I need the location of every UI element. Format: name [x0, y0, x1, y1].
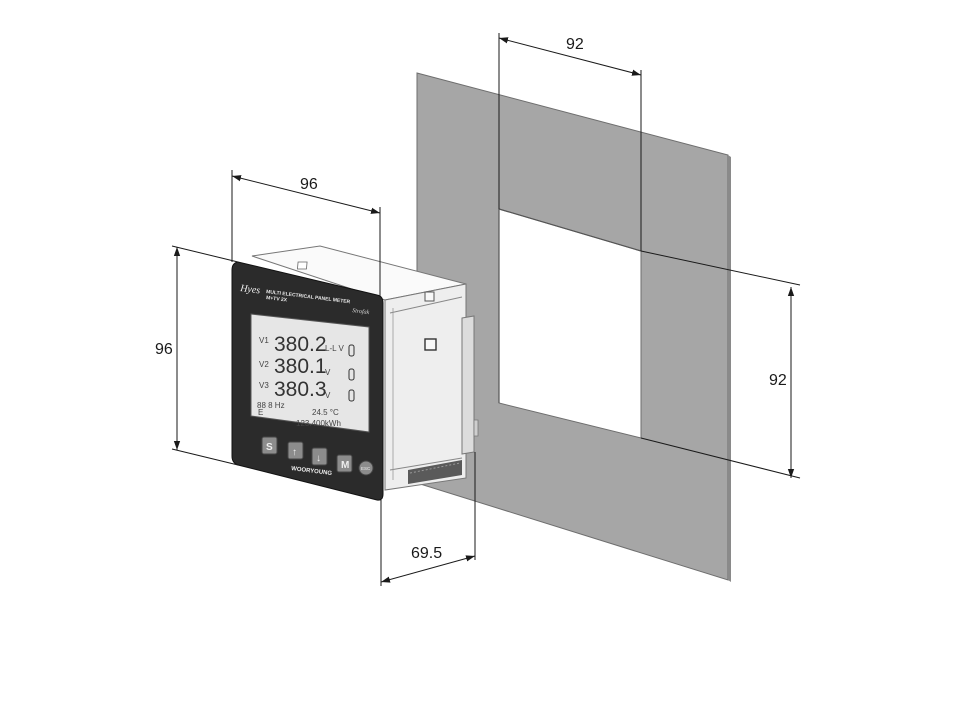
dim-front-height: 96 [155, 341, 173, 358]
row-value: 380.3 [274, 378, 327, 401]
energy-value: 123.400kWh [296, 419, 341, 428]
dimension-labels: 92 92 96 96 69.5 [155, 36, 787, 562]
row-label: V3 [259, 381, 269, 390]
button-up-label: ↑ [292, 447, 297, 458]
button-s-label: S [266, 442, 273, 453]
meter-buttons [261, 436, 374, 476]
row-value: 380.2 [274, 333, 327, 356]
row-unit: L-L V [325, 344, 344, 353]
bar-indicator-icon [348, 344, 355, 357]
button-m [336, 454, 353, 473]
dim-cutout-height: 92 [769, 372, 787, 389]
row-unit: V [325, 391, 331, 400]
row-unit: V [325, 368, 331, 377]
row-label: V2 [259, 360, 269, 369]
button-up [287, 441, 304, 460]
meter-model: M+TV 2X [266, 295, 288, 304]
bar-indicator-icon [348, 389, 355, 402]
bar-indicator-icon [348, 368, 355, 381]
button-s [261, 436, 278, 455]
button-down-label: ↓ [316, 453, 321, 464]
meter-text: Hyes MULTI ELECTRICAL PANEL METER M+TV 2… [239, 283, 371, 477]
button-m-label: M [341, 460, 349, 471]
meter-signature: Strofak [352, 307, 370, 316]
button-esc-label: ESC [361, 466, 371, 471]
meter-housing [251, 245, 479, 491]
button-esc [358, 460, 374, 476]
meter-front-bezel [231, 261, 384, 501]
brand-logo: Hyes [239, 283, 261, 296]
energy-prefix: E [258, 408, 263, 417]
dimension-lines [171, 33, 801, 586]
maker-label: WOORYOUNG [291, 466, 333, 477]
button-down [311, 447, 328, 466]
status-line: 88 8 Hz [257, 401, 285, 410]
dim-depth: 69.5 [411, 545, 442, 562]
dim-front-width: 96 [300, 176, 318, 193]
lcd-screen [250, 313, 370, 433]
dim-cutout-width: 92 [566, 36, 584, 53]
row-label: V1 [259, 336, 269, 345]
temperature: 24.5 °C [312, 408, 339, 417]
row-value: 380.1 [274, 355, 327, 378]
